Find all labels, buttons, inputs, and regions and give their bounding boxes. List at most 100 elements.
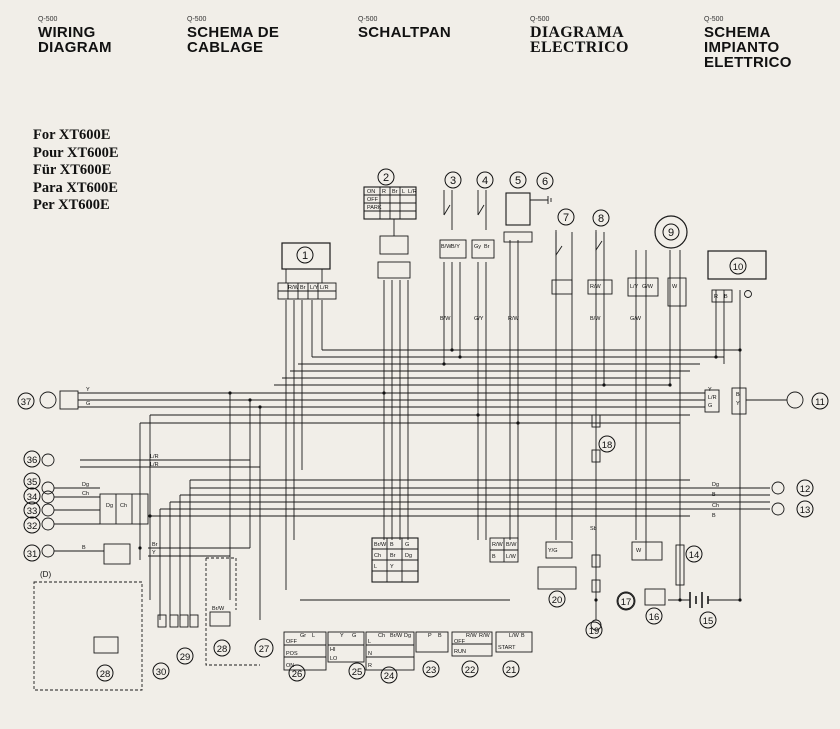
detail-label: (D): [40, 570, 51, 579]
wire-code: Y/G: [548, 548, 557, 554]
switch-header-label: R/W: [479, 633, 491, 639]
callout-number: 12: [800, 484, 811, 495]
callout-19: 19: [585, 621, 603, 639]
callout-number: 9: [668, 227, 674, 239]
callout-31: 31: [23, 544, 41, 562]
switch-header-label: L/R: [408, 189, 417, 195]
switch-header-label: Dg: [404, 633, 411, 639]
header-title: DIAGRAMA ELECTRICO: [530, 24, 629, 56]
header-title: SCHEMA IMPIANTO ELETTRICO: [704, 24, 792, 71]
callout-number: 13: [800, 505, 811, 516]
callout-number: 28: [217, 644, 228, 655]
wire-code: Y: [152, 550, 156, 556]
callout-34: 34: [23, 487, 41, 505]
wire-code: G: [405, 542, 409, 548]
model-line: Per XT600E: [33, 197, 110, 213]
callout-28b: 28: [96, 664, 114, 682]
switch-header-label: B: [521, 633, 525, 639]
switch-row-label: ON: [367, 189, 375, 195]
switch-row-label: POS: [286, 651, 298, 657]
switch-header-label: Ch: [378, 633, 385, 639]
wire-code: W: [672, 284, 678, 290]
model-list: For XT600E Pour XT600E Für XT600E Para X…: [33, 127, 119, 215]
callout-6: 6: [536, 172, 554, 190]
wire-code: B/W: [590, 316, 601, 322]
callout-number: 34: [27, 492, 38, 503]
callout-number: 2: [383, 172, 389, 184]
callout-number: 31: [27, 549, 38, 560]
callout-11: 11: [811, 392, 829, 410]
callout-number: 33: [27, 506, 38, 517]
callout-number: 22: [465, 665, 476, 676]
callout-24: 24: [380, 666, 398, 684]
component-2-main-switch: [363, 186, 417, 279]
callout-number: 23: [426, 665, 437, 676]
callout-36: 36: [23, 450, 41, 468]
wire-code: Ch: [120, 503, 127, 509]
bottom-left-lamps: [33, 557, 260, 691]
wire-code: Gy: [474, 244, 481, 250]
center-connectors: [371, 537, 663, 583]
callout-number: 21: [506, 665, 517, 676]
callout-number: 15: [703, 616, 714, 627]
switch-row-label: RUN: [454, 649, 466, 655]
callout-33: 33: [23, 501, 41, 519]
wire-code: Sb: [590, 526, 597, 532]
wire-code: Y: [86, 387, 90, 393]
callout-13: 13: [796, 500, 814, 518]
callout-15: 15: [699, 611, 717, 629]
callout-12: 12: [796, 479, 814, 497]
switch-row-label: ON: [286, 663, 294, 669]
callout-37: 37: [17, 392, 35, 410]
callout-22: 22: [461, 660, 479, 678]
wire-code: Dg: [405, 553, 412, 559]
wire-code: Y: [390, 564, 394, 570]
switch-header-label: P: [428, 633, 432, 639]
wire-code: Br: [484, 244, 490, 250]
callout-number: 17: [621, 597, 632, 608]
wire-code: Br: [390, 553, 396, 559]
header-code: Q-500: [358, 16, 378, 23]
wire-code: Dg: [106, 503, 113, 509]
callout-number: 3: [450, 175, 456, 187]
callout-number: 7: [563, 212, 569, 224]
callout-7: 7: [557, 208, 575, 226]
header-title: SCHALTPAN: [358, 24, 451, 41]
wire-code: G/Y: [474, 316, 484, 322]
wire-code: R/W: [288, 285, 300, 291]
callout-number: 6: [542, 176, 548, 188]
model-line: Pour XT600E: [33, 144, 119, 161]
wire-code: B: [712, 492, 716, 498]
callout-30: 30: [152, 662, 170, 680]
wire-code: B/W: [441, 244, 452, 250]
small-labels: (D) ON OFF PARK R Br L L/R OFF POS ON Gr…: [40, 189, 740, 669]
wire-code: Br/W: [212, 606, 225, 612]
right-lamp-group: [704, 387, 804, 516]
switch-row-label: OFF: [367, 197, 379, 203]
callout-number: 18: [602, 440, 613, 451]
wire-code: L/Y: [310, 285, 319, 291]
switch-row-label: N: [368, 651, 372, 657]
callout-27: 27: [254, 638, 274, 658]
wire-code: Br: [152, 542, 158, 548]
left-lamp-group: [39, 390, 149, 565]
switch-header-label: L: [312, 633, 315, 639]
switch-row-label: R: [368, 663, 372, 669]
callout-20: 20: [548, 590, 566, 608]
switch-row-label: HI: [330, 647, 336, 653]
wire-code: L/R: [150, 454, 159, 460]
component-3-4-switches: [439, 190, 495, 259]
wire-code: R: [714, 294, 718, 300]
callout-number: 1: [302, 250, 308, 262]
wire-code: L/Y: [630, 284, 639, 290]
switch-row-label: OFF: [454, 639, 466, 645]
callout-2: 2: [377, 168, 395, 186]
header-diagrama-electrico: Q-500 DIAGRAMA ELECTRICO: [530, 16, 629, 56]
switch-header-label: Gr: [300, 633, 306, 639]
callout-29: 29: [176, 647, 194, 665]
callout-number: 25: [352, 667, 363, 678]
callout-10: 10: [729, 257, 747, 275]
header-code: Q-500: [530, 16, 550, 23]
component-5-unit: [503, 192, 552, 243]
header-code: Q-500: [187, 16, 207, 23]
